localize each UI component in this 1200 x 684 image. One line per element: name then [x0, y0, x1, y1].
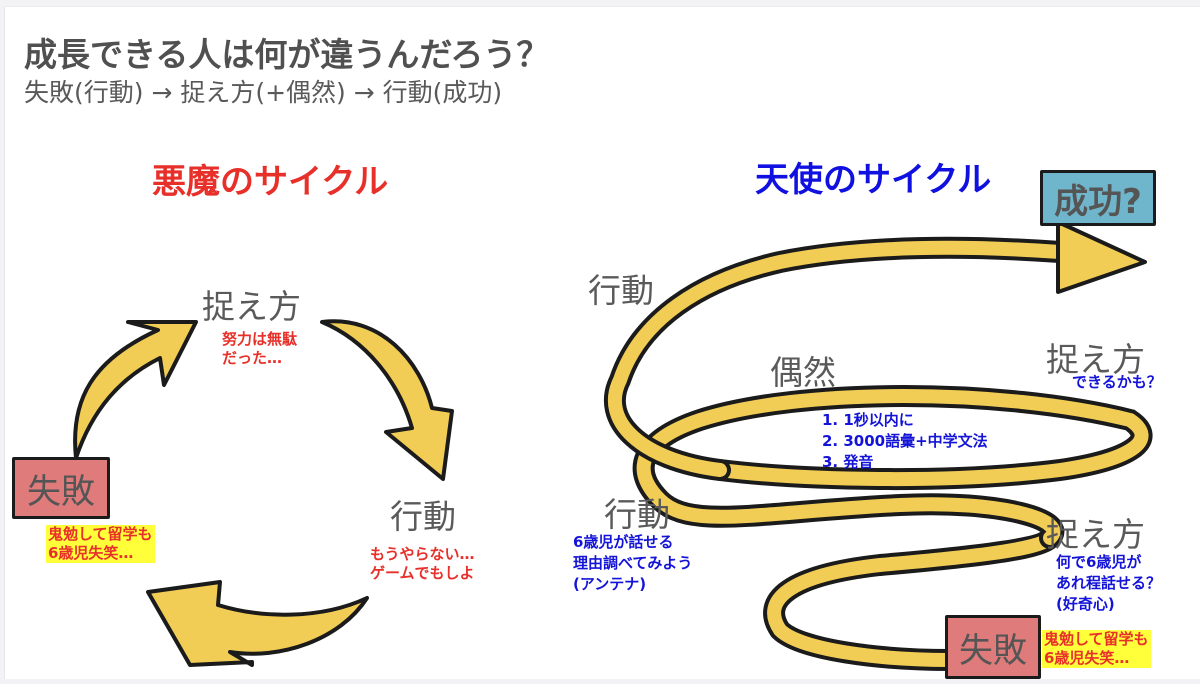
note-line: 理由調べてみよう	[573, 554, 693, 572]
angel-upper-perception-label: 捉え方	[1046, 340, 1145, 379]
angel-failure-note: 鬼勉して留学も 6歳児失笑…	[1042, 630, 1151, 668]
note-line: 努力は無駄	[222, 330, 298, 348]
note-line: 6歳児失笑…	[48, 544, 134, 562]
note-line: 6歳児失笑…	[1044, 649, 1130, 667]
devil-failure-note: 鬼勉して留学も 6歳児失笑…	[46, 525, 155, 563]
slide	[4, 6, 1200, 679]
devil-arrow-action-to-failure	[146, 580, 369, 667]
page-subtitle: 失敗(行動) → 捉え方(+偶然) → 行動(成功)	[24, 78, 503, 107]
note-line: あれ程話せる？	[1056, 574, 1162, 592]
note-line: だった…	[222, 349, 283, 367]
note-line: (アンテナ)	[573, 575, 647, 593]
note-line: (好奇心)	[1056, 595, 1115, 613]
angel-top-action-label: 行動	[588, 271, 654, 310]
list-item: 3. 発音	[822, 453, 874, 471]
list-item: 1. 1秒以内に	[822, 411, 914, 429]
devil-failure-label: 失敗	[27, 471, 95, 512]
angel-lower-action-label: 行動	[604, 495, 670, 534]
angel-lower-perception-note: 何で6歳児が あれ程話せる？ (好奇心)	[1056, 552, 1161, 615]
angel-lower-perception-label: 捉え方	[1046, 515, 1145, 554]
angel-failure-box: 失敗	[945, 615, 1041, 679]
note-line: 何で6歳児が	[1056, 553, 1142, 571]
page-title: 成長できる人は何が違うんだろう？	[24, 35, 550, 74]
list-item: 2. 3000語彙+中学文法	[822, 432, 988, 450]
angel-success-box: 成功?	[1040, 170, 1156, 226]
devil-arrow-failure-to-perception	[73, 320, 198, 460]
note-line: もうやらない…	[370, 545, 475, 563]
note-line: 6歳児が話せる	[573, 533, 674, 551]
devil-arrow-perception-to-action	[320, 319, 454, 481]
angel-chance-label: 偶然	[770, 353, 836, 392]
devil-perception-label: 捉え方	[202, 287, 301, 326]
angel-arrow-head	[1056, 220, 1147, 294]
angel-failure-label: 失敗	[959, 630, 1027, 671]
note-line: ゲームでもしよ	[370, 564, 475, 582]
devil-action-label: 行動	[390, 497, 456, 536]
angel-upper-perception-note: できるかも？	[1072, 372, 1162, 393]
devil-cycle-title: 悪魔のサイクル	[152, 162, 389, 202]
note-line: 鬼勉して留学も	[1044, 630, 1149, 648]
angel-cycle-title: 天使のサイクル	[755, 160, 992, 200]
devil-action-note: もうやらない… ゲームでもしよ	[370, 545, 475, 583]
devil-perception-note: 努力は無駄 だった…	[222, 330, 297, 368]
angel-chance-list: 1. 1秒以内に 2. 3000語彙+中学文法 3. 発音	[822, 410, 988, 473]
angel-lower-action-note: 6歳児が話せる 理由調べてみよう (アンテナ)	[573, 532, 692, 595]
devil-failure-box: 失敗	[12, 457, 110, 519]
note-line: 鬼勉して留学も	[48, 525, 153, 543]
note-line: できるかも？	[1072, 373, 1162, 391]
angel-success-label: 成功?	[1054, 181, 1142, 222]
